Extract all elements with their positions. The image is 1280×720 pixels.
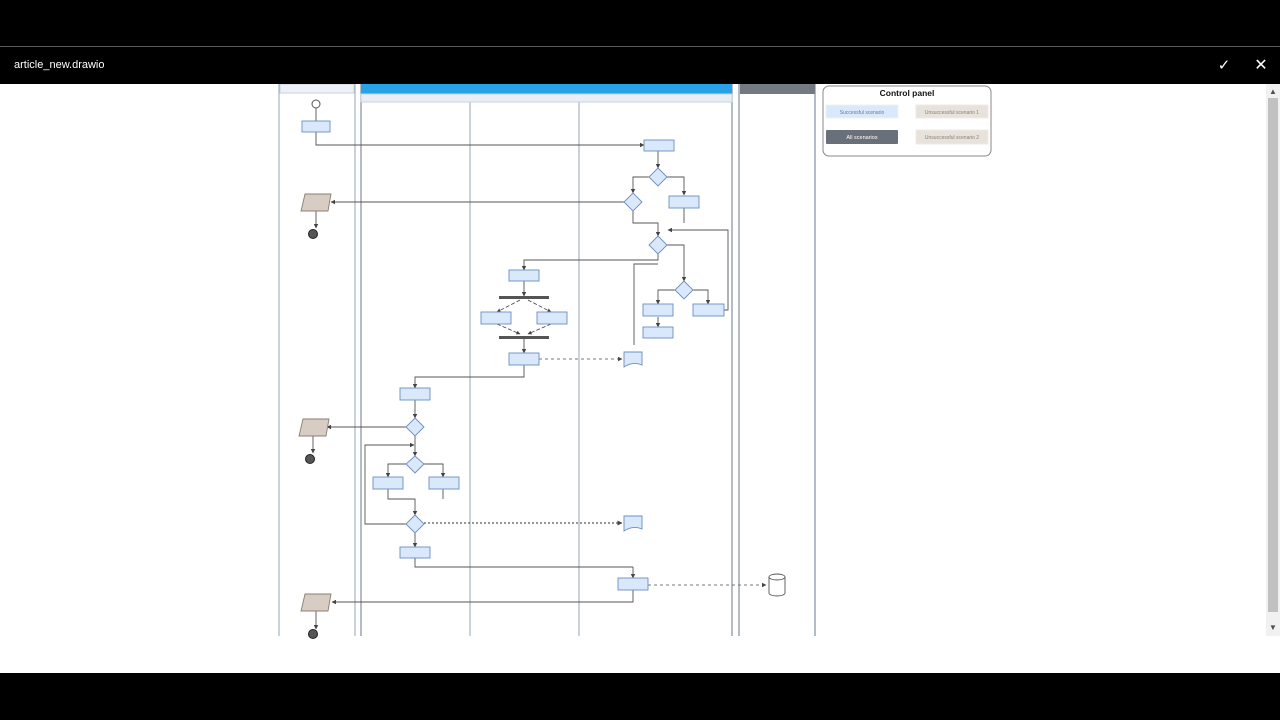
lane-header-main <box>361 84 732 94</box>
connectors <box>310 104 729 630</box>
output-shape-3[interactable] <box>300 593 332 612</box>
document-shape-2[interactable] <box>623 515 643 532</box>
process-box-3[interactable] <box>668 195 700 209</box>
process-box-7[interactable] <box>642 303 674 317</box>
unsuccessful-scenario-2-button[interactable] <box>915 129 989 145</box>
close-icon[interactable]: ✕ <box>1254 57 1268 74</box>
process-box-14[interactable] <box>399 546 431 559</box>
decision-diamond-5[interactable] <box>405 417 425 437</box>
process-box-4[interactable] <box>508 269 540 282</box>
scroll-up-arrow-icon[interactable]: ▲ <box>1269 87 1277 96</box>
control-panel-title: Control panel <box>880 88 935 98</box>
lane-borders <box>278 84 816 636</box>
process-box-9[interactable] <box>642 326 674 339</box>
scrollbar-thumb[interactable] <box>1268 98 1278 612</box>
scroll-down-arrow-icon[interactable]: ▼ <box>1269 623 1277 632</box>
process-box-1[interactable] <box>301 120 331 133</box>
fork-bar[interactable] <box>499 296 549 299</box>
successful-scenario-button[interactable] <box>825 104 899 119</box>
dashed-data-links <box>539 356 767 588</box>
document-shape-1[interactable] <box>623 351 643 368</box>
fork-lines <box>496 299 552 335</box>
process-box-13[interactable] <box>428 476 460 490</box>
end-event-2[interactable] <box>305 454 315 464</box>
confirm-check-icon[interactable]: ✓ <box>1217 57 1231 74</box>
decision-diamond-7[interactable] <box>405 514 425 534</box>
decision-diamond-4[interactable] <box>674 280 694 300</box>
decision-diamond-3[interactable] <box>648 235 668 255</box>
unsuccessful-scenario-1-button[interactable] <box>915 104 989 119</box>
all-scenarios-label: All scenarios <box>846 135 877 141</box>
end-event-1[interactable] <box>308 229 318 239</box>
process-box-10[interactable] <box>508 352 540 366</box>
process-box-12[interactable] <box>372 476 404 490</box>
dialog-title-bar: article_new.drawio ✓ ✕ <box>0 46 1280 84</box>
process-box-11[interactable] <box>399 387 431 401</box>
top-black-bar <box>0 0 1280 46</box>
swimlane-diagram: Control panel Successful scenario Unsucc… <box>278 84 992 639</box>
start-event[interactable] <box>311 99 321 109</box>
diagram-canvas[interactable]: Control panel Successful scenario Unsucc… <box>0 84 1280 673</box>
output-shape-1[interactable] <box>300 193 332 212</box>
process-box-2[interactable] <box>643 139 675 152</box>
lane-header-gray <box>740 84 815 94</box>
all-scenarios-button[interactable] <box>826 130 898 144</box>
file-title: article_new.drawio <box>14 59 105 71</box>
lane-subheader <box>360 93 733 103</box>
decision-diamond-1[interactable] <box>648 167 668 187</box>
output-shape-2[interactable] <box>298 418 330 437</box>
process-box-5[interactable] <box>480 311 512 325</box>
unsuccessful-scenario-1-label: Unsuccessful scenario 1 <box>925 110 979 116</box>
process-box-8[interactable] <box>692 303 725 317</box>
bottom-black-bar <box>0 673 1280 720</box>
end-event-3[interactable] <box>308 629 318 639</box>
decision-diamond-2[interactable] <box>623 192 643 212</box>
database-icon[interactable] <box>768 573 786 597</box>
process-box-15[interactable] <box>617 577 649 591</box>
lane-header-1 <box>279 84 355 94</box>
decision-diamond-6[interactable] <box>405 455 425 474</box>
successful-scenario-label: Successful scenario <box>840 110 885 116</box>
process-box-6[interactable] <box>536 311 568 325</box>
join-bar[interactable] <box>499 336 549 339</box>
unsuccessful-scenario-2-label: Unsuccessful scenario 2 <box>925 135 979 141</box>
